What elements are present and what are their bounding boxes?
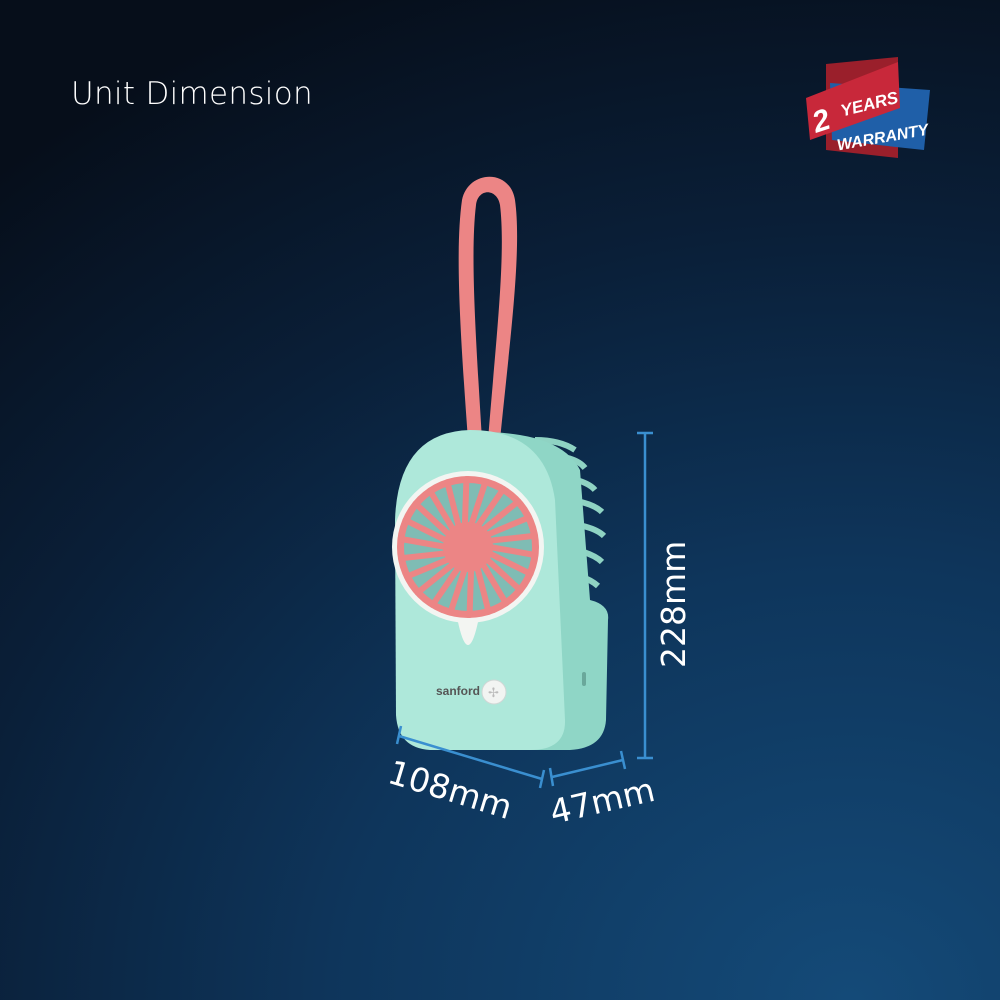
grille-spoke	[486, 550, 534, 577]
grille-spoke	[474, 485, 507, 530]
width-label: 108mm	[384, 752, 517, 827]
grille-spoke	[461, 476, 470, 529]
grille-spoke	[429, 564, 462, 609]
grille-spoke	[447, 565, 468, 616]
fan-icon: ✢	[488, 685, 499, 700]
grille-hub	[443, 522, 493, 572]
height-label: 228mm	[654, 541, 693, 668]
grille-spoke	[403, 555, 453, 580]
grille-spoke	[479, 498, 522, 534]
strap	[458, 176, 518, 440]
badge-red-ribbon	[806, 62, 900, 140]
depth-label: 47mm	[546, 770, 658, 832]
grille-spoke	[414, 560, 457, 596]
power-button	[481, 679, 507, 705]
grille-drip	[458, 622, 478, 645]
grille-spoke	[487, 544, 539, 559]
grille-spoke	[483, 555, 524, 594]
grille-spoke	[474, 564, 492, 615]
grille-spoke	[402, 517, 450, 544]
grille-spoke	[486, 532, 539, 544]
grille-spoke	[426, 487, 457, 534]
dimension-lines	[395, 431, 653, 789]
grille-spoke	[468, 478, 489, 529]
width-line	[398, 734, 543, 781]
brand-logo: sanford	[436, 684, 480, 698]
grille-spoke	[397, 535, 449, 550]
grille-spoke	[397, 550, 450, 562]
page-title: Unit Dimension	[71, 76, 313, 112]
grille-spokes	[397, 476, 539, 618]
grille-spoke	[466, 565, 475, 618]
usb-port	[582, 672, 586, 686]
depth-line	[551, 758, 624, 779]
grille-spoke	[479, 560, 510, 607]
grille-spoke	[412, 500, 453, 539]
grille-spoke	[483, 514, 533, 539]
grille-spoke	[444, 479, 462, 530]
warranty-badge: 2 YEARS WARRANTY	[806, 57, 931, 158]
